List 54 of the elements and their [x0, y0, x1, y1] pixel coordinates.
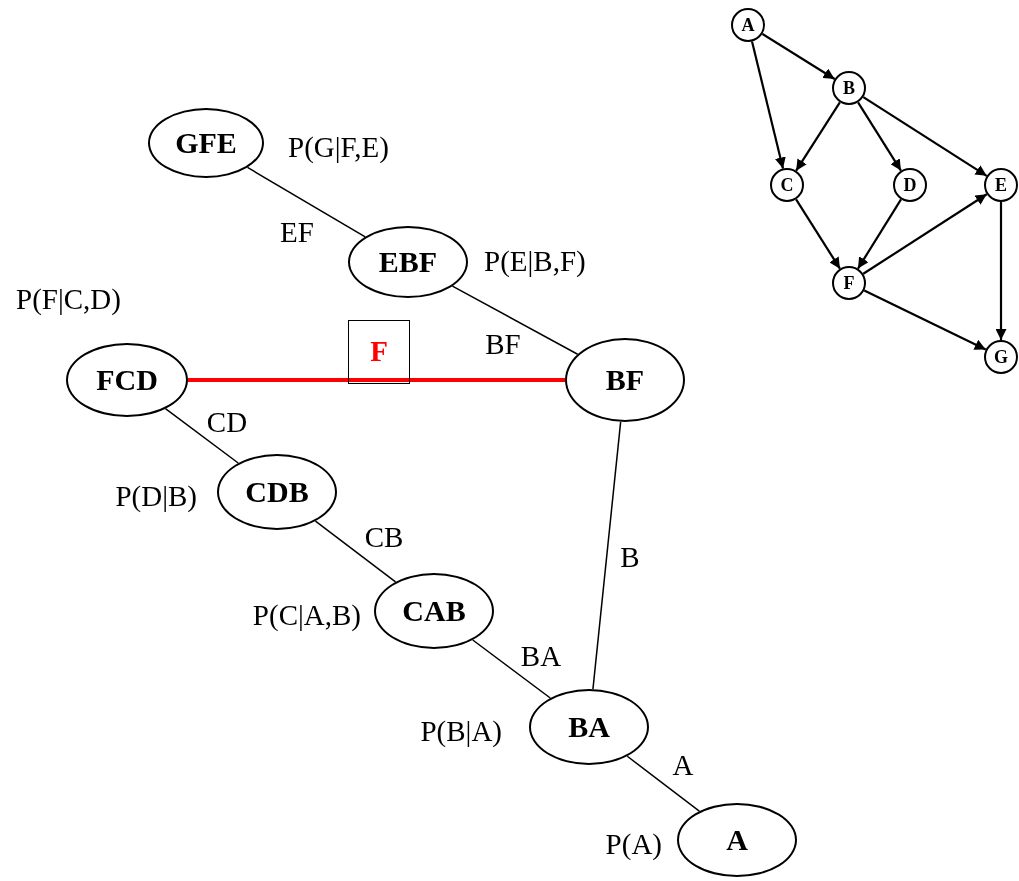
node-label: BF: [605, 363, 645, 397]
edge-label: F: [348, 320, 410, 384]
variable-circle: [770, 168, 804, 202]
arrow: [862, 96, 988, 177]
arrow: [795, 198, 841, 270]
probability-label: P(B|A): [420, 717, 502, 746]
arrow: [761, 33, 836, 80]
variable-circle: [832, 71, 866, 105]
arrow: [862, 193, 988, 275]
variable-circle: [893, 168, 927, 202]
edge-label: BA: [520, 642, 562, 671]
node-label: FCD: [96, 363, 158, 397]
arrow: [863, 289, 987, 351]
edge-label: EF: [280, 218, 314, 247]
node-label: A: [726, 823, 748, 857]
edge-label: CD: [206, 408, 248, 437]
connector-line: [592, 421, 622, 690]
probability-label: P(C|A,B): [252, 601, 361, 630]
connector-line: [246, 166, 366, 238]
arrow: [750, 41, 786, 169]
variable-circle: [984, 168, 1018, 202]
node-label: C: [780, 174, 794, 196]
connector-line: [188, 378, 565, 382]
connector-line: [626, 755, 701, 812]
node-label: F: [843, 272, 855, 294]
probability-label: P(D|B): [115, 482, 197, 511]
node-label: BA: [568, 710, 610, 744]
variable-circle: [984, 340, 1018, 374]
probability-label: P(F|C,D): [16, 285, 121, 314]
node-label: GFE: [175, 126, 237, 160]
probability-label: P(A): [605, 830, 662, 859]
node-label: CAB: [402, 594, 466, 628]
probability-label: P(E|B,F): [484, 247, 586, 276]
variable-circle: [731, 8, 765, 42]
arrow: [857, 101, 902, 172]
node-label: CDB: [245, 475, 309, 509]
node-label: B: [843, 77, 855, 99]
node-label: E: [995, 174, 1007, 196]
node-label: G: [994, 346, 1008, 368]
variable-circle: [832, 266, 866, 300]
node-label: D: [903, 174, 917, 196]
arrow: [795, 101, 841, 172]
edge-label: A: [672, 751, 694, 780]
probability-label: P(G|F,E): [288, 133, 389, 162]
edge-label: CB: [364, 523, 404, 552]
edge-label: BF: [485, 330, 521, 359]
node-label: EBF: [378, 245, 438, 279]
arrow: [995, 202, 1007, 340]
arrow: [857, 198, 902, 270]
node-label: A: [741, 14, 755, 36]
connector-line: [164, 407, 239, 464]
connector-line: [472, 639, 551, 699]
connector-line: [314, 520, 397, 583]
edge-label: B: [620, 543, 640, 572]
